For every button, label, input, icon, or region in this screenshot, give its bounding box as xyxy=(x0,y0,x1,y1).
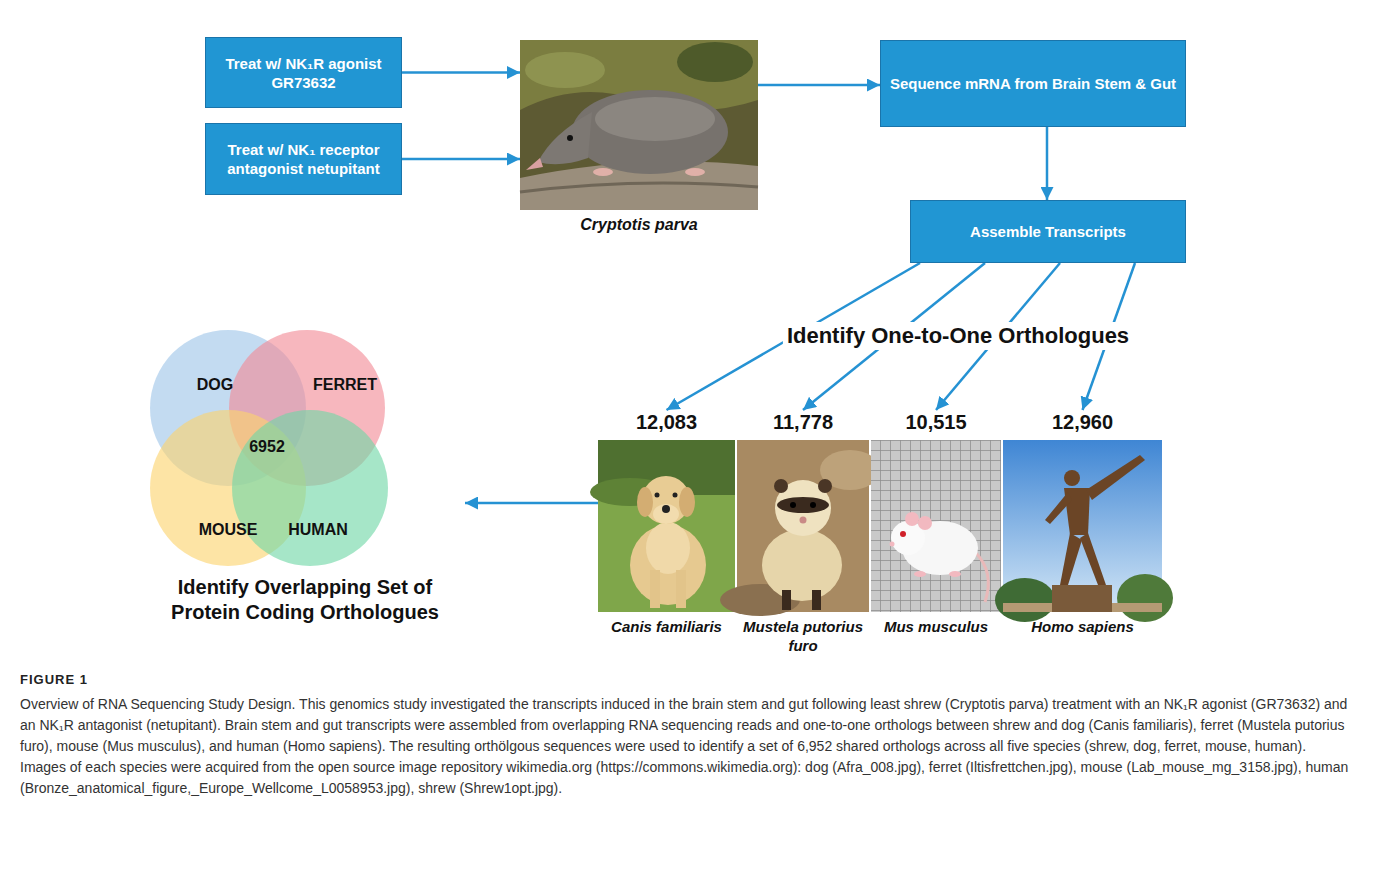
species-name: Mus musculus xyxy=(871,617,1001,636)
ferret-photo xyxy=(720,440,880,616)
flow-arrow xyxy=(402,71,520,74)
species-photo: 12,960Homo sapiens xyxy=(1003,410,1162,636)
mouse-photo xyxy=(871,440,1001,612)
flow-arrow xyxy=(465,502,598,505)
venn-circle xyxy=(232,410,388,566)
venn-label: DOG xyxy=(197,376,233,394)
species-name: Cryptotis parva xyxy=(520,215,758,234)
process-box: Assemble Transcripts xyxy=(910,200,1186,263)
ortholog-count: 10,515 xyxy=(871,410,1001,440)
ortholog-count: 12,083 xyxy=(598,410,735,440)
venn-diagram: DOG FERRET MOUSE HUMAN 6952Identify Overlapp… xyxy=(145,325,465,645)
species-name: Homo sapiens xyxy=(1003,617,1162,636)
photo-slot xyxy=(1003,440,1162,612)
species-photo: 11,778Mustela putorius furo xyxy=(737,410,869,655)
venn-heading: Identify Overlapping Set of Protein Codi… xyxy=(145,575,465,625)
process-box: Sequence mRNA from Brain Stem & Gut xyxy=(880,40,1186,127)
flow-arrow xyxy=(758,84,880,87)
species-photo: Cryptotis parva xyxy=(520,40,758,234)
figure-number: FIGURE 1 xyxy=(20,672,88,687)
dog-photo xyxy=(590,440,735,612)
flow-arrow xyxy=(402,158,520,161)
species-photo: 10,515Mus musculus xyxy=(871,410,1001,636)
box-label: Assemble Transcripts xyxy=(970,222,1126,241)
section-heading: Identify One-to-One Orthologues xyxy=(783,322,1133,350)
statue-photo xyxy=(995,440,1173,622)
shrew-photo xyxy=(520,40,758,210)
species-photo: 12,083Canis familiaris xyxy=(598,410,735,636)
venn-label: 6952 xyxy=(249,438,285,456)
venn-label: MOUSE xyxy=(199,521,258,539)
photo-slot xyxy=(598,440,735,612)
process-box: Treat w/ NK₁R agonist GR73632 xyxy=(205,37,402,108)
venn-label: HUMAN xyxy=(288,521,348,539)
figure-caption: Overview of RNA Sequencing Study Design.… xyxy=(20,694,1355,799)
box-label: Treat w/ NK₁R agonist GR73632 xyxy=(214,54,393,92)
species-name: Mustela putorius furo xyxy=(737,617,869,655)
box-label: Sequence mRNA from Brain Stem & Gut xyxy=(890,74,1176,93)
photo-slot xyxy=(871,440,1001,612)
photo-slot xyxy=(737,440,869,612)
photo-slot xyxy=(520,40,758,210)
ortholog-count: 12,960 xyxy=(1003,410,1162,440)
venn-label: FERRET xyxy=(313,376,377,394)
ortholog-count: 11,778 xyxy=(737,410,869,440)
species-name: Canis familiaris xyxy=(598,617,735,636)
flow-arrow xyxy=(1046,127,1049,200)
box-label: Treat w/ NK₁ receptor antagonist netupit… xyxy=(214,140,393,178)
process-box: Treat w/ NK₁ receptor antagonist netupit… xyxy=(205,123,402,195)
